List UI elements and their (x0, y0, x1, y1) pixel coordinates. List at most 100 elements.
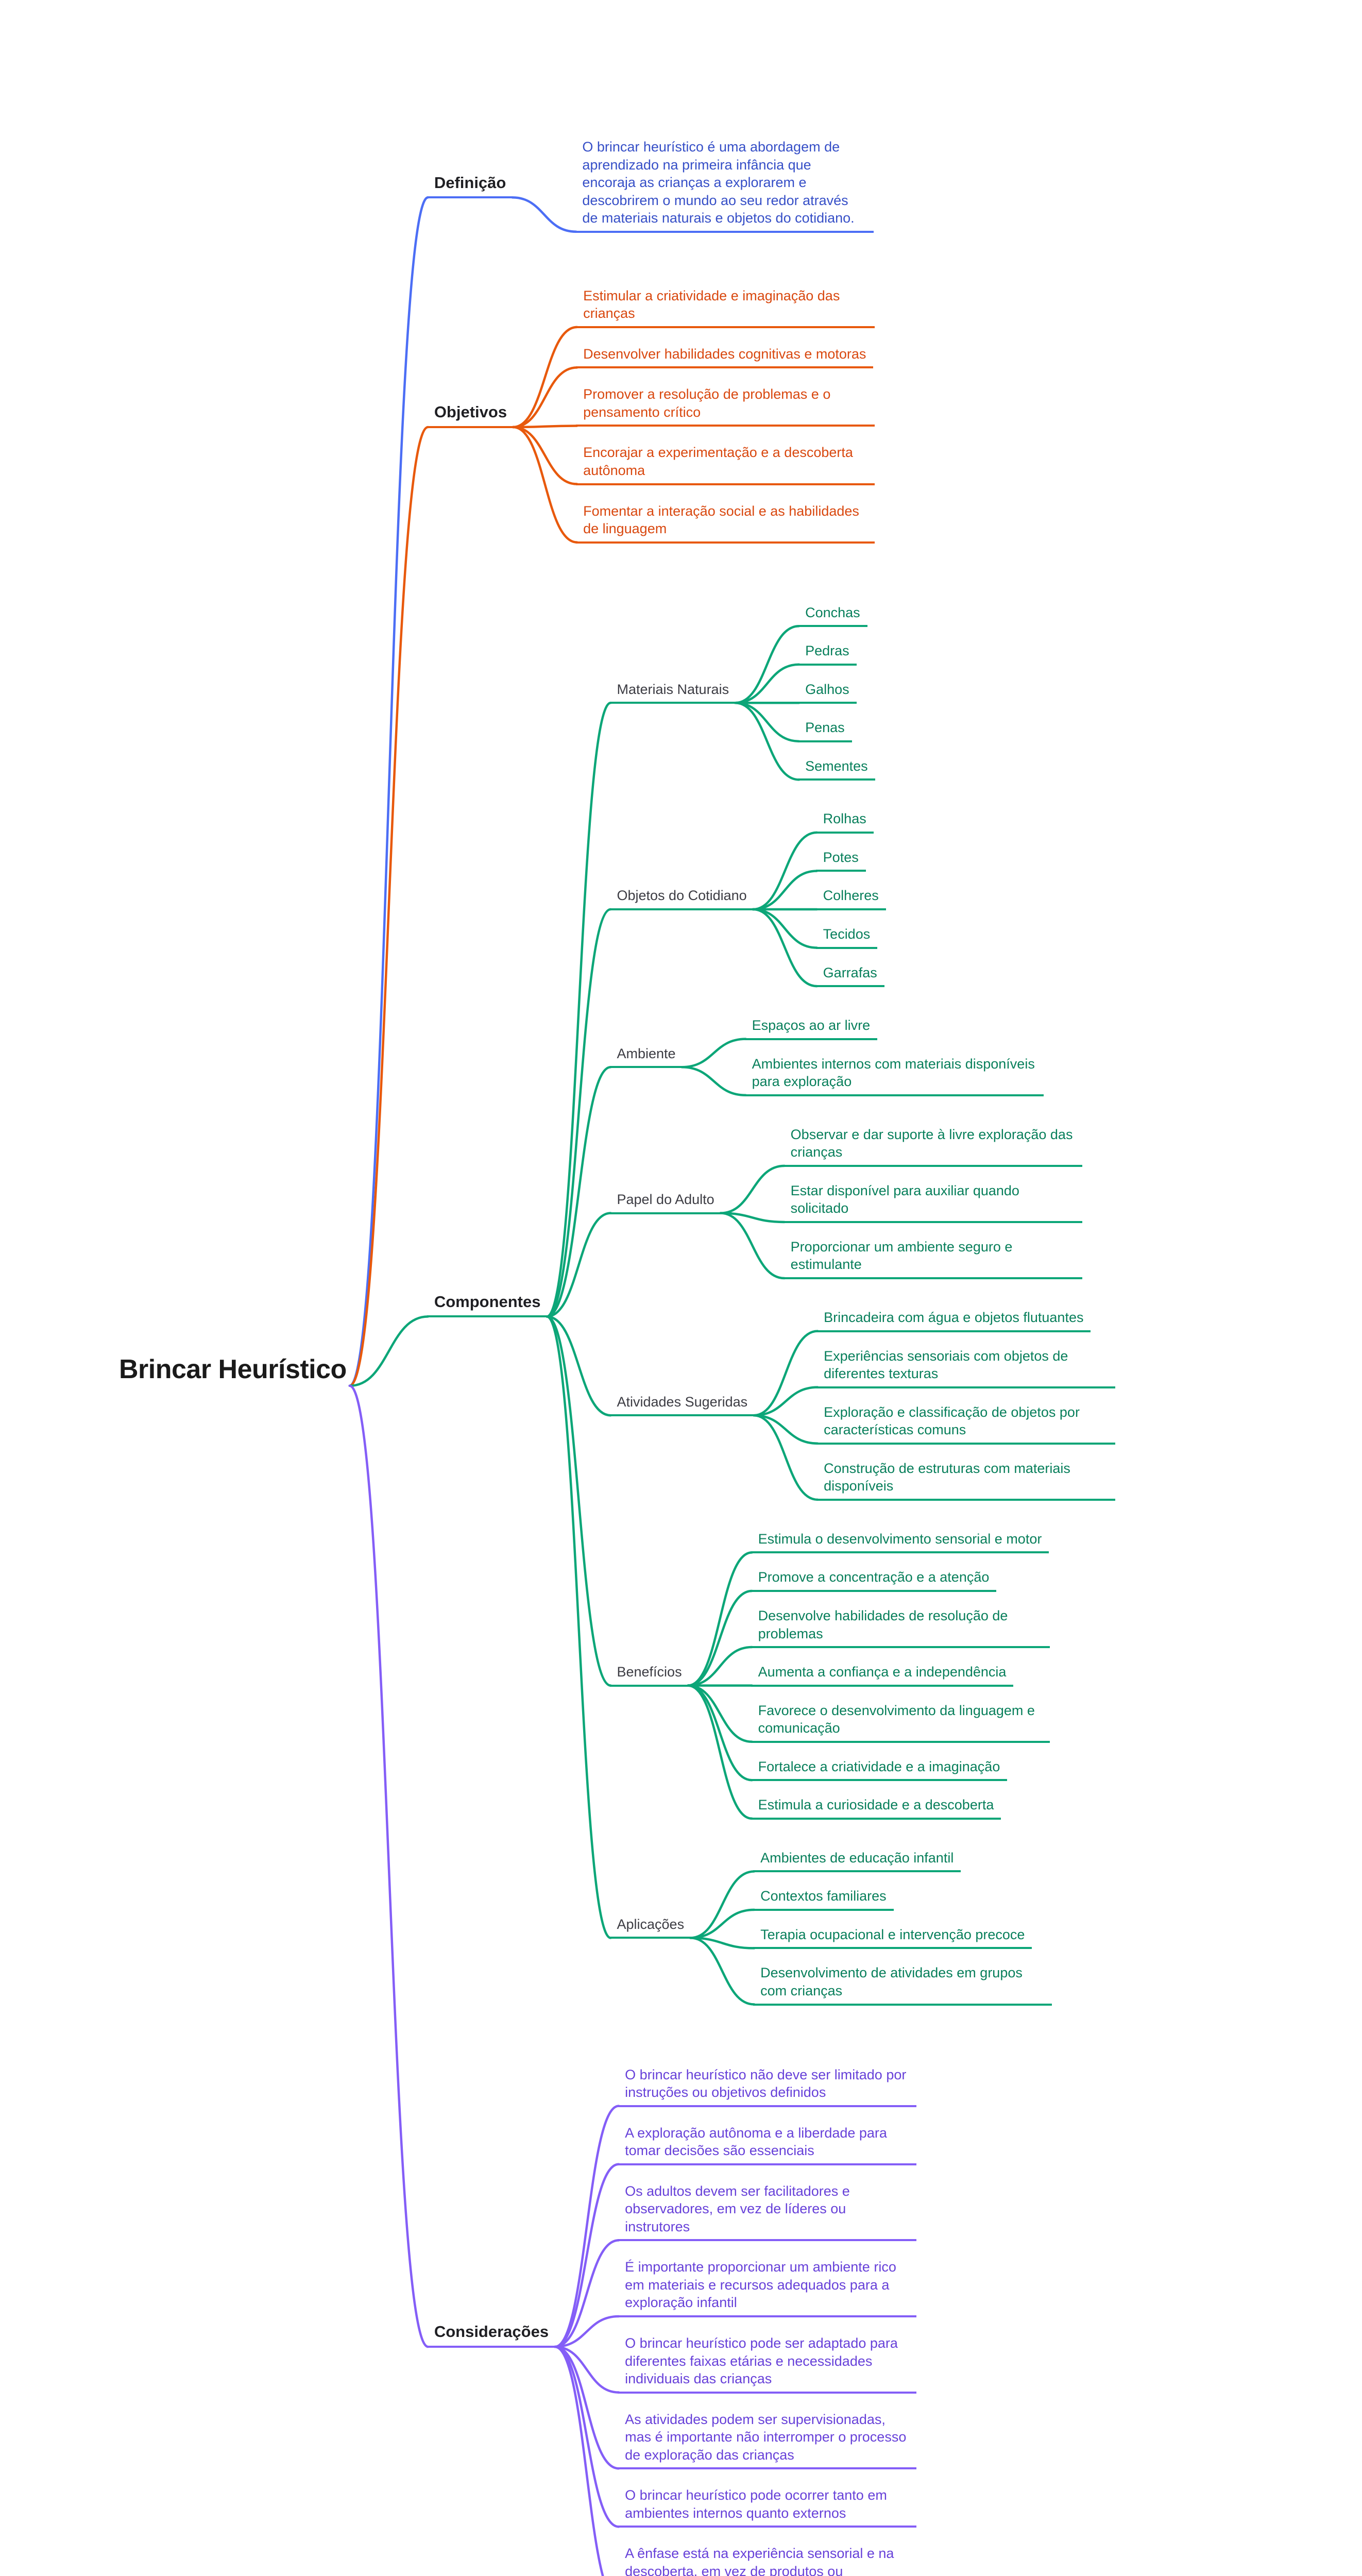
children-group: Definição O brincar heurístico é uma abor… (427, 110, 1116, 2576)
branch-label[interactable]: Benefícios (609, 1660, 689, 1687)
leaf-label[interactable]: Brincadeira com água e objetos flutuante… (816, 1306, 1091, 1332)
leaf-label[interactable]: Encorajar a experimentação e a descobert… (576, 441, 875, 485)
leaf-label[interactable]: Tecidos (815, 923, 878, 949)
leaf-node: Estimula a curiosidade e a descoberta (751, 1793, 1050, 1820)
branch-label[interactable]: Objetivos (427, 399, 515, 429)
leaf-label[interactable]: Sementes (798, 755, 875, 781)
leaf-label[interactable]: Colheres (815, 884, 886, 911)
leaf-label[interactable]: Garrafas (815, 961, 884, 988)
leaf-node: Penas (798, 716, 875, 742)
leaf-node: Desenvolvimento de atividades em grupos … (753, 1961, 1052, 2006)
leaf-label[interactable]: Rolhas (815, 807, 874, 834)
leaf-label[interactable]: Contextos familiares (753, 1885, 894, 1911)
branch-label[interactable]: Materiais Naturais (609, 678, 737, 704)
children-group: Estimula o desenvolvimento sensorial e m… (751, 1521, 1050, 1826)
leaf-label[interactable]: Os adultos devem ser facilitadores e obs… (618, 2180, 917, 2242)
leaf-node: Fomentar a interação social e as habilid… (576, 500, 875, 544)
leaf-label[interactable]: Proporcionar um ambiente seguro e estimu… (783, 1235, 1082, 1280)
mindmap-tree: Brincar Heurístico Definição O brincar heu… (111, 0, 1116, 2576)
leaf-node: O brincar heurístico pode ocorrer tanto … (618, 2484, 917, 2528)
leaf-node: Conchas (798, 601, 875, 628)
root-title[interactable]: Brincar Heurístico (119, 1354, 347, 1385)
leaf-label[interactable]: Terapia ocupacional e intervenção precoc… (753, 1923, 1032, 1950)
branch-label[interactable]: Papel do Adulto (609, 1188, 722, 1214)
branch-node: Papel do Adulto Observar e dar suporte à … (609, 1117, 1116, 1285)
leaf-label[interactable]: Fortalece a criatividade e a imaginação (751, 1755, 1008, 1782)
leaf-label[interactable]: Experiências sensoriais com objetos de d… (816, 1345, 1116, 1388)
leaf-label[interactable]: Observar e dar suporte à livre exploraçã… (783, 1123, 1082, 1167)
leaf-label[interactable]: Promove a concentração e a atenção (751, 1566, 997, 1592)
leaf-node: Observar e dar suporte à livre exploraçã… (783, 1123, 1082, 1167)
branch-node: Aplicações Ambientes de educação infantil… (609, 1840, 1116, 2012)
leaf-label[interactable]: Aumenta a confiança e a independência (751, 1660, 1014, 1687)
leaf-node: Favorece o desenvolvimento da linguagem … (751, 1699, 1050, 1743)
leaf-node: Os adultos devem ser facilitadores e obs… (618, 2180, 917, 2242)
leaf-node: Estar disponível para auxiliar quando so… (783, 1179, 1082, 1223)
leaf-label[interactable]: Galhos (798, 678, 857, 704)
leaf-label[interactable]: Exploração e classificação de objetos po… (816, 1401, 1116, 1445)
branch-label[interactable]: Considerações (427, 2319, 556, 2348)
branch-label[interactable]: Componentes (427, 1289, 548, 1318)
leaf-node: Potes (815, 846, 886, 872)
leaf-label[interactable]: Ambientes internos com materiais disponí… (744, 1053, 1044, 1096)
leaf-node: Ambientes internos com materiais disponí… (744, 1053, 1044, 1096)
branch-label[interactable]: Ambiente (609, 1042, 683, 1069)
leaf-node: Proporcionar um ambiente seguro e estimu… (783, 1235, 1082, 1280)
leaf-label[interactable]: É importante proporcionar um ambiente ri… (618, 2256, 917, 2317)
leaf-label[interactable]: Estimular a criatividade e imaginação da… (576, 284, 875, 328)
leaf-node: Promover a resolução de problemas e o pe… (576, 383, 875, 427)
leaf-label[interactable]: Favorece o desenvolvimento da linguagem … (751, 1699, 1050, 1743)
leaf-node: Experiências sensoriais com objetos de d… (816, 1345, 1116, 1388)
leaf-label[interactable]: Construção de estruturas com materiais d… (816, 1457, 1116, 1501)
leaf-label[interactable]: O brincar heurístico não deve ser limita… (618, 2063, 917, 2107)
leaf-label[interactable]: Pedras (798, 639, 857, 666)
leaf-label[interactable]: Potes (815, 846, 866, 872)
leaf-node: Tecidos (815, 923, 886, 949)
leaf-label[interactable]: O brincar heurístico pode ser adaptado p… (618, 2332, 917, 2394)
leaf-label[interactable]: As atividades podem ser supervisionadas,… (618, 2408, 917, 2470)
leaf-label[interactable]: Desenvolve habilidades de resolução de p… (751, 1604, 1050, 1649)
branch-label[interactable]: Aplicações (609, 1913, 692, 1939)
leaf-node: Sementes (798, 755, 875, 781)
leaf-label[interactable]: Ambientes de educação infantil (753, 1846, 961, 1873)
leaf-node: Colheres (815, 884, 886, 911)
leaf-node: Brincadeira com água e objetos flutuante… (816, 1306, 1115, 1332)
leaf-node: Rolhas (815, 807, 886, 834)
branch-label[interactable]: Objetos do Cotidiano (609, 884, 754, 911)
leaf-label[interactable]: Conchas (798, 601, 867, 628)
leaf-node: Garrafas (815, 961, 886, 988)
leaf-node: O brincar heurístico pode ser adaptado p… (618, 2332, 917, 2394)
leaf-label[interactable]: Estar disponível para auxiliar quando so… (783, 1179, 1082, 1223)
leaf-node: Ambientes de educação infantil (753, 1846, 1052, 1873)
branch-label[interactable]: Definição (427, 170, 514, 199)
leaf-node: Desenvolve habilidades de resolução de p… (751, 1604, 1050, 1649)
children-group: O brincar heurístico é uma abordagem de … (575, 128, 874, 240)
leaf-node: Construção de estruturas com materiais d… (816, 1457, 1116, 1501)
leaf-node: As atividades podem ser supervisionadas,… (618, 2408, 917, 2470)
leaf-label[interactable]: Desenvolvimento de atividades em grupos … (753, 1961, 1052, 2006)
leaf-label[interactable]: O brincar heurístico pode ocorrer tanto … (618, 2484, 917, 2528)
leaf-label[interactable]: Promover a resolução de problemas e o pe… (576, 383, 875, 427)
leaf-label[interactable]: Penas (798, 716, 852, 742)
leaf-label[interactable]: Fomentar a interação social e as habilid… (576, 500, 875, 544)
leaf-label[interactable]: Estimula a curiosidade e a descoberta (751, 1793, 1001, 1820)
leaf-node: Estimula o desenvolvimento sensorial e m… (751, 1528, 1050, 1554)
leaf-label[interactable]: O brincar heurístico é uma abordagem de … (575, 135, 874, 233)
leaf-label[interactable]: A exploração autônoma e a liberdade para… (618, 2122, 917, 2165)
leaf-node: Promove a concentração e a atenção (751, 1566, 1050, 1592)
leaf-label[interactable]: A ênfase está na experiência sensorial e… (618, 2542, 916, 2576)
leaf-label[interactable]: Espaços ao ar livre (744, 1014, 878, 1040)
leaf-label[interactable]: Desenvolver habilidades cognitivas e mot… (576, 343, 874, 369)
branch-label[interactable]: Atividades Sugeridas (609, 1391, 755, 1417)
leaf-label[interactable]: Estimula o desenvolvimento sensorial e m… (751, 1528, 1049, 1554)
leaf-node: O brincar heurístico não deve ser limita… (618, 2063, 917, 2107)
children-group: Estimular a criatividade e imaginação da… (576, 277, 875, 551)
